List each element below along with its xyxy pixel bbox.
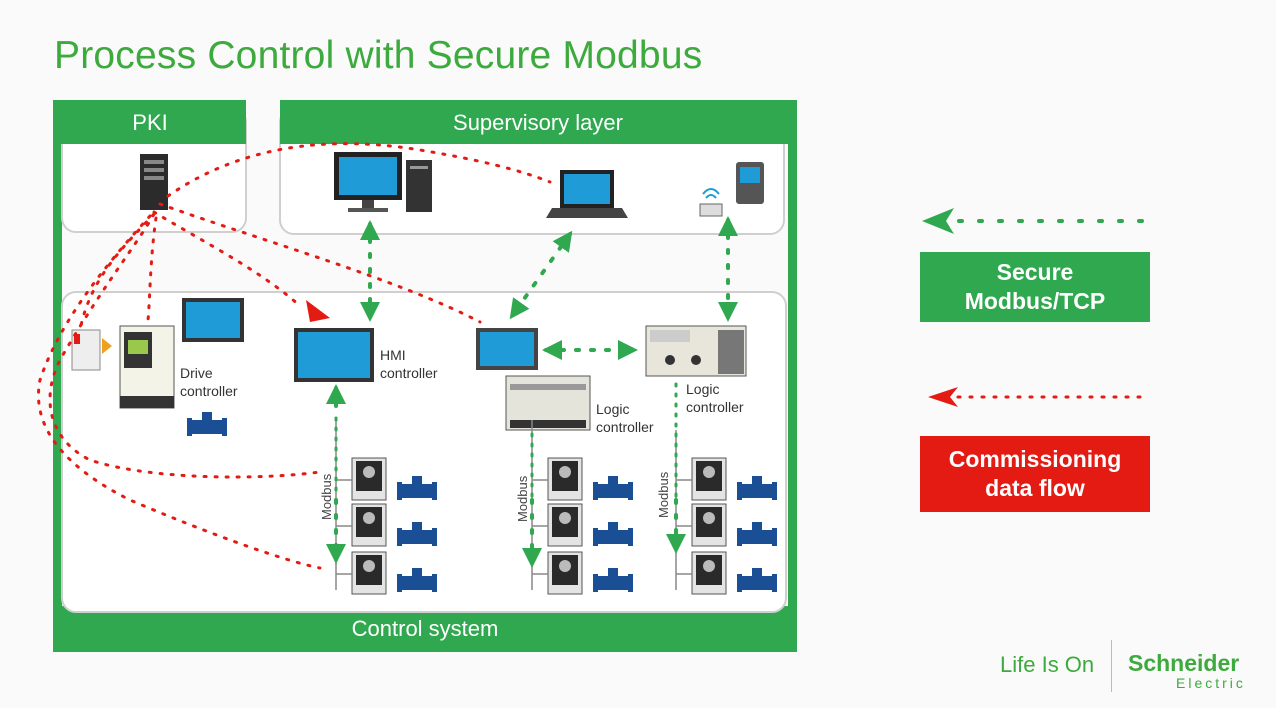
commissioning-arrowhead bbox=[306, 300, 330, 322]
tagline: Life Is On bbox=[1000, 652, 1095, 677]
commissioning-flows bbox=[37, 142, 552, 570]
company-logo-subtext: Electric bbox=[1176, 675, 1246, 691]
logic-controller-2-icon bbox=[645, 325, 747, 377]
pki-header-text: PKI bbox=[132, 110, 167, 135]
legend-secure-arrow bbox=[922, 208, 1144, 234]
logic-controller-1-label: Logic controller bbox=[596, 401, 654, 435]
secure-links bbox=[326, 216, 738, 568]
legend-commissioning-arrow bbox=[928, 387, 1142, 407]
wireless-router-icon bbox=[699, 188, 723, 217]
logic-controller-1-icon bbox=[476, 328, 591, 431]
legend-commissioning-line2: data flow bbox=[985, 475, 1085, 501]
modbus-label-2: Modbus bbox=[515, 475, 530, 522]
secure-bus-dots bbox=[334, 382, 678, 500]
modbus-label-3: Modbus bbox=[656, 471, 671, 518]
frame-right bbox=[788, 100, 797, 652]
hmi-controller-icon bbox=[294, 328, 374, 382]
modbus-label-1: Modbus bbox=[319, 473, 334, 520]
drive-controller-label: Drive controller bbox=[180, 365, 238, 399]
legend-secure-line1: Secure bbox=[996, 259, 1074, 285]
pki-server-icon bbox=[140, 154, 168, 210]
control-system-label: Control system bbox=[352, 616, 499, 641]
legend-commissioning: Commissioning data flow bbox=[920, 436, 1150, 512]
drive-controller-icon bbox=[71, 298, 244, 409]
slide-title: Process Control with Secure Modbus bbox=[54, 34, 703, 77]
laptop-icon bbox=[546, 170, 628, 218]
company-logo-text: Schneider bbox=[1128, 650, 1240, 676]
supervisory-header-text: Supervisory layer bbox=[453, 110, 623, 135]
handheld-device-icon bbox=[736, 162, 764, 204]
legend-commissioning-line1: Commissioning bbox=[948, 446, 1122, 472]
legend-secure-line2: Modbus/TCP bbox=[964, 288, 1106, 314]
brand-divider bbox=[1111, 640, 1112, 692]
hmi-controller-label: HMI controller bbox=[380, 347, 438, 381]
frame-left bbox=[53, 100, 62, 652]
logic-controller-2-label: Logic controller bbox=[686, 381, 744, 415]
workstation-icon bbox=[334, 152, 432, 212]
control-system-bar: Control system bbox=[53, 606, 797, 652]
legend-secure-modbus: Secure Modbus/TCP bbox=[920, 252, 1150, 322]
